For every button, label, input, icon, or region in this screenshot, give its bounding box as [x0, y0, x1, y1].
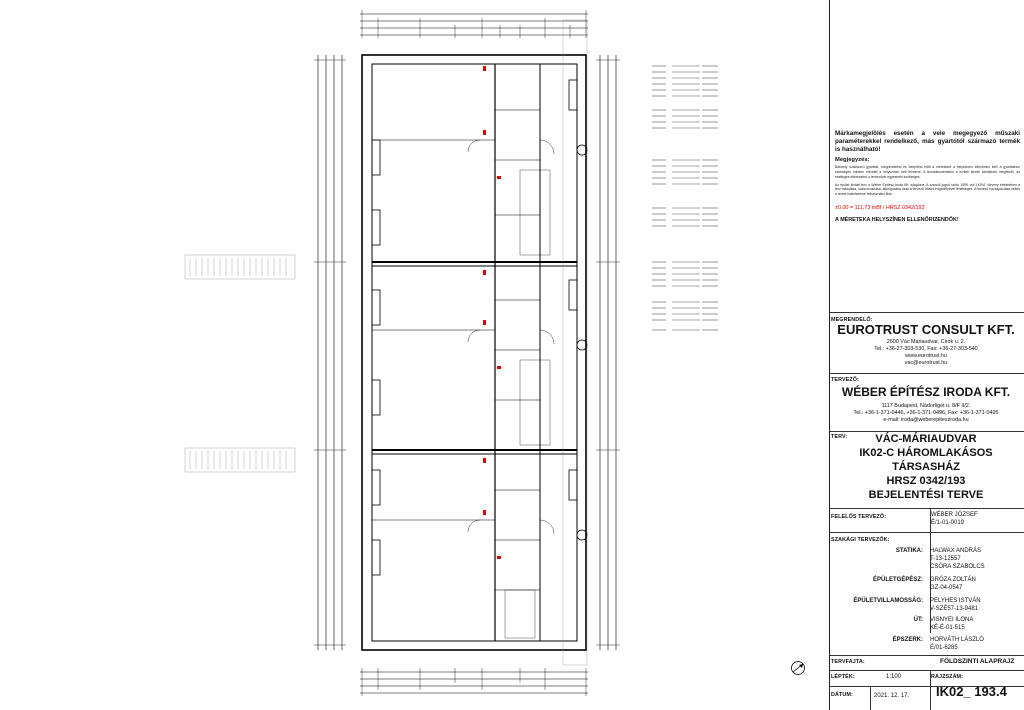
- dimension-warning: A MÉRETEKA HELYSZÍNEN ELLENŐRIZENDŐK!: [835, 217, 959, 224]
- specialist-name: GRÓZA ZOLTÁN: [930, 577, 976, 583]
- divider: [830, 431, 1024, 432]
- client-web: www.eurotrust.hu: [905, 353, 947, 359]
- notes-heading: Megjegyzés:: [835, 157, 870, 163]
- notes-body-2: Az épület kiviteli terv a Wéber Építész …: [835, 182, 1020, 197]
- specialist-role: ÚT:: [913, 617, 923, 623]
- specialist-id: GZ-04-0547: [930, 585, 963, 591]
- notes-body-1: Bármely szakszerű gyártási, megrendelési…: [835, 165, 1020, 179]
- divider: [830, 670, 1024, 671]
- lead-designer-id: É/1-01-0019: [931, 520, 965, 526]
- specialist-name: VISNYEI ILONA: [930, 617, 974, 623]
- notes-lead: Márkamegjelölés esetén a vele megegyező …: [835, 130, 1020, 153]
- plan-line-4: HRSZ 0342/193: [886, 475, 966, 487]
- designer-phone: Tel.: +36-1-371-0446, +36-1-371-0496, Fa…: [853, 410, 999, 416]
- plan-line-5: BEJELENTÉSI TERVE: [868, 489, 984, 501]
- drawing-number-label: RAJZSZÁM:: [931, 674, 964, 680]
- divider: [830, 686, 1024, 687]
- specialist-name: HALWAX ANDRÁS: [930, 548, 982, 554]
- client-name: EUROTRUST CONSULT KFT.: [837, 322, 1015, 337]
- lead-designer-label: FELELŐS TERVEZŐ:: [831, 514, 887, 520]
- client-email: vac@eurotrust.hu: [904, 360, 948, 366]
- specialist-id: V-SZÉ57-13-9481: [930, 606, 979, 612]
- divider: [830, 532, 1024, 533]
- divider: [870, 686, 871, 710]
- date-label: DÁTUM:: [831, 692, 853, 698]
- title-block: [829, 0, 1024, 710]
- client-phone: Tel.: +36-27-303-530, Fax: +36-27-303-54…: [874, 346, 978, 352]
- client-label: MEGRENDELŐ:: [831, 317, 873, 323]
- divider: [830, 508, 1024, 509]
- plan-label: TERV:: [831, 434, 848, 440]
- north-arrow-icon: [791, 661, 805, 675]
- designer-name: WÉBER ÉPÍTÉSZ IRODA KFT.: [841, 385, 1011, 399]
- plan-line-2: IK02-C HÁROMLAKÁSOS: [859, 447, 993, 459]
- specialist-id: KÉ-É-01-515: [930, 625, 965, 631]
- specialist-role: ÉPSZERK:: [892, 637, 923, 643]
- designer-address: 1117 Budapest, Nádorliget u. 8/F II/2.: [881, 403, 971, 409]
- specialist-role: ÉPÜLETVILLAMOSSÁG:: [853, 598, 923, 604]
- specialist-id: É/01-6285: [930, 645, 958, 651]
- specialist-id: T-13-12557: [930, 556, 961, 562]
- lead-designer-name: WÉBER JÓZSEF: [931, 512, 978, 518]
- part-value: FÖLDSZINTI ALAPRAJZ: [940, 658, 1015, 665]
- designer-email: e-mail: iroda@weberepiteszroda.hu: [883, 417, 969, 423]
- divider: [830, 655, 1024, 656]
- plan-line-1: VÁC-MÁRIAUDVAR: [875, 433, 977, 445]
- specialist-role: STATIKA:: [895, 548, 923, 554]
- part-label: TERVFAJTA:: [831, 659, 865, 665]
- elevation-note: ±0.00 = 111,73 mBf / HRSZ 0342/193: [835, 204, 925, 211]
- specialist-name: PELYHES ISTVÁN: [930, 598, 981, 604]
- specialists-label: SZAKÁGI TERVEZŐK:: [831, 537, 890, 543]
- plan-line-3: TÁRSASHÁZ: [892, 461, 960, 473]
- date-value: 2021. 12. 17.: [874, 693, 910, 699]
- client-address: 2600 Vác Máriaudvar, Cirok u. 2.: [886, 339, 966, 345]
- divider: [830, 312, 1024, 313]
- divider: [830, 373, 1024, 374]
- specialist-role: ÉPÜLETGÉPÉSZ:: [872, 577, 923, 583]
- divider: [930, 670, 931, 710]
- notes-panel: Márkamegjelölés esetén a vele megegyező …: [835, 130, 1020, 224]
- specialist-extra: CSÓRA SZABOLCS: [930, 564, 985, 570]
- divider: [930, 508, 931, 633]
- drawing-number: IK02_ 193.4: [936, 684, 1007, 699]
- scale-label: LÉPTÉK:: [831, 674, 855, 680]
- scale-value: 1:100: [886, 674, 902, 680]
- specialist-name: HORVÁTH LÁSZLÓ: [930, 637, 984, 643]
- designer-label: TERVEZŐ:: [831, 377, 859, 383]
